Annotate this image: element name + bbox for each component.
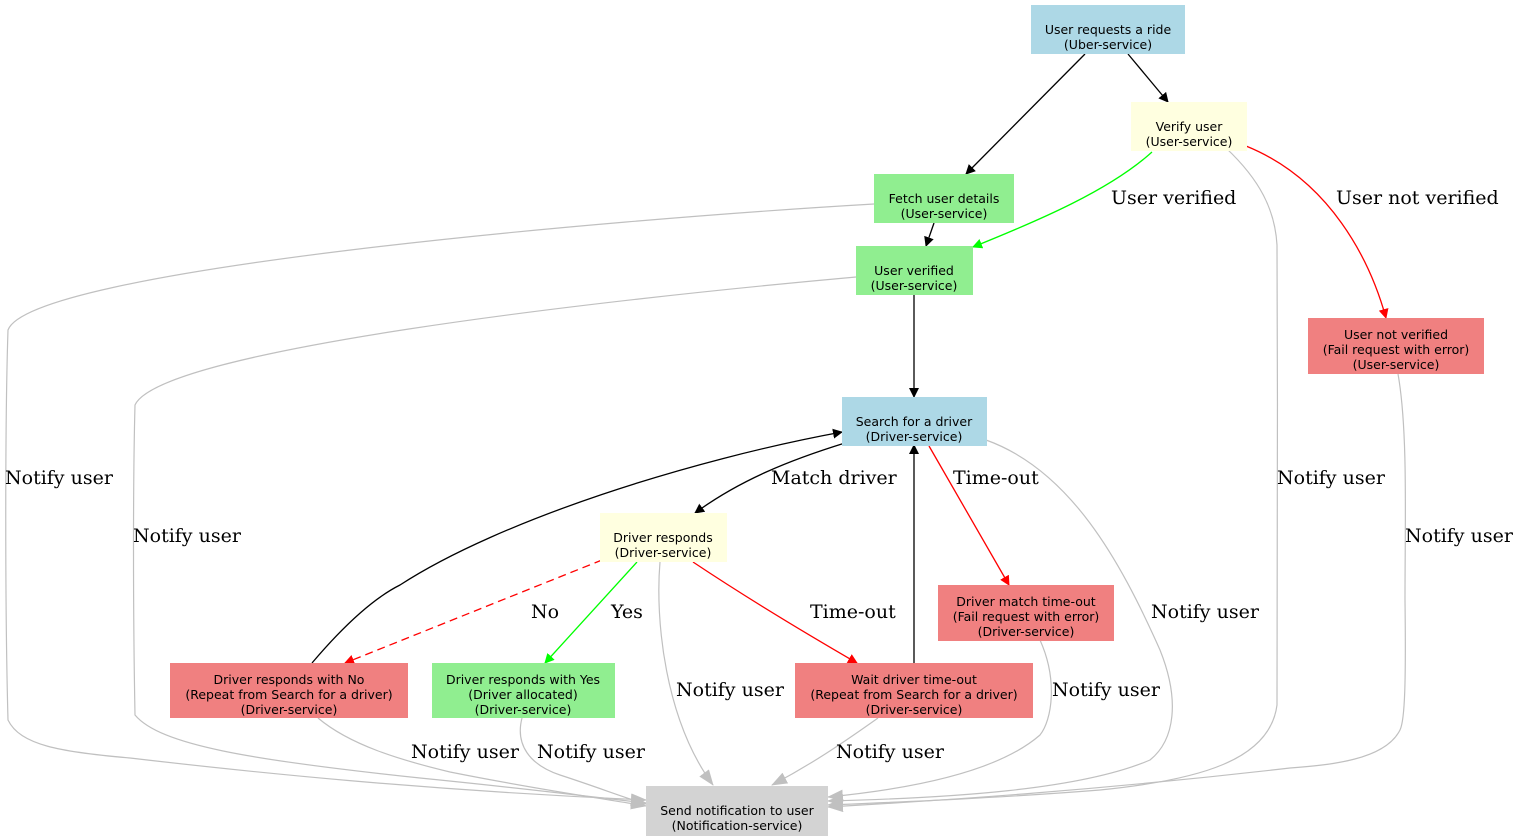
node-line: User requests a ride <box>1045 22 1172 37</box>
node-line: User not verified <box>1344 327 1448 342</box>
edge-label-time-out: Time-out <box>810 601 896 623</box>
edge-search-notify <box>827 439 1173 807</box>
edge-wait-notify <box>771 717 879 786</box>
edge-label-notify-user: Notify user <box>1052 679 1161 701</box>
node-user-not-verified: User not verified (Fail request with err… <box>1308 318 1484 374</box>
edge-fetch-verified <box>924 222 935 247</box>
edge-label-notify-user: Notify user <box>1151 601 1260 623</box>
edge-label-notify-user: Notify user <box>133 525 242 547</box>
node-line: Fetch user details <box>889 191 1000 206</box>
edge-match-timeout-notify <box>827 639 1052 802</box>
edge-not-verified-notify <box>827 373 1407 813</box>
edge-request-verify <box>1127 53 1169 103</box>
node-line: Send notification to user <box>660 803 814 818</box>
node-line: (Driver-service) <box>615 545 712 560</box>
edge-label-user-verified: User verified <box>1111 187 1236 209</box>
edge-label-notify-user: Notify user <box>676 679 785 701</box>
node-line: (User-service) <box>1146 134 1233 149</box>
node-line: (Repeat from Search for a driver) <box>810 687 1017 702</box>
node-line: Driver responds <box>613 530 712 545</box>
edge-search-match-timeout <box>928 445 1010 586</box>
edge-verified-notify <box>132 276 857 808</box>
edge-verify-verified <box>972 151 1153 249</box>
node-line: (Driver allocated) <box>468 687 578 702</box>
node-line: Driver match time-out <box>956 594 1095 609</box>
node-line: (Driver-service) <box>241 702 338 717</box>
edge-request-fetch <box>965 53 1086 175</box>
node-fetch-user-details: Fetch user details (User-service) <box>874 174 1014 223</box>
edge-verify-notify <box>827 147 1279 811</box>
node-line: (Fail request with error) <box>953 609 1100 624</box>
node-user-requests-ride: User requests a ride (Uber-service) <box>1031 5 1185 54</box>
edge-label-notify-user: Notify user <box>1405 525 1514 547</box>
node-line: Driver responds with No <box>214 672 365 687</box>
node-line: (Driver-service) <box>866 702 963 717</box>
edge-label-notify-user: Notify user <box>537 741 646 763</box>
node-line: (Fail request with error) <box>1323 342 1470 357</box>
node-line: (Driver-service) <box>978 624 1075 639</box>
edge-responds-yes <box>544 561 638 664</box>
edge-search-responds <box>694 442 846 514</box>
node-line: (User-service) <box>901 206 988 221</box>
node-line: (Notification-service) <box>672 818 803 833</box>
node-line: Driver responds with Yes <box>446 672 600 687</box>
edge-responds-notify <box>658 561 714 786</box>
node-line: (User-service) <box>871 278 958 293</box>
edge-label-notify-user: Notify user <box>5 467 114 489</box>
node-line: (Driver-service) <box>475 702 572 717</box>
edge-fetch-notify <box>5 203 875 806</box>
edge-label-notify-user: Notify user <box>1277 467 1386 489</box>
edge-label-match-driver: Match driver <box>771 467 898 489</box>
node-wait-driver-timeout: Wait driver time-out (Repeat from Search… <box>795 663 1033 718</box>
node-verify-user: Verify user (User-service) <box>1131 102 1247 151</box>
node-driver-responds: Driver responds (Driver-service) <box>600 513 727 562</box>
node-driver-responds-no: Driver responds with No (Repeat from Sea… <box>170 663 408 718</box>
node-line: (Uber-service) <box>1064 37 1152 52</box>
node-line: Verify user <box>1156 119 1224 134</box>
edge-responds-no <box>344 559 603 665</box>
edge-label-time-out: Time-out <box>953 467 1039 489</box>
edge-label-notify-user: Notify user <box>411 741 520 763</box>
edge-resp-yes-notify <box>519 717 647 806</box>
edge-responds-wait <box>692 561 858 664</box>
edge-resp-no-notify <box>317 717 647 810</box>
edge-label-no: No <box>531 601 559 623</box>
node-search-driver: Search for a driver (Driver-service) <box>842 397 987 446</box>
node-line: User verified <box>874 263 954 278</box>
node-driver-responds-yes: Driver responds with Yes (Driver allocat… <box>432 663 615 718</box>
node-line: (User-service) <box>1353 357 1440 372</box>
node-line: Search for a driver <box>856 414 973 429</box>
node-line: Wait driver time-out <box>851 672 977 687</box>
node-send-notification: Send notification to user (Notification-… <box>646 786 828 836</box>
node-user-verified: User verified (User-service) <box>856 246 973 295</box>
node-driver-match-timeout: Driver match time-out (Fail request with… <box>938 585 1114 641</box>
edge-verify-not-verified <box>1245 145 1389 319</box>
node-line: (Repeat from Search for a driver) <box>185 687 392 702</box>
edge-label-user-not-verified: User not verified <box>1336 187 1499 209</box>
edge-label-yes: Yes <box>610 601 643 623</box>
edge-label-notify-user: Notify user <box>836 741 945 763</box>
node-line: (Driver-service) <box>866 429 963 444</box>
edge-no-search <box>311 428 843 664</box>
